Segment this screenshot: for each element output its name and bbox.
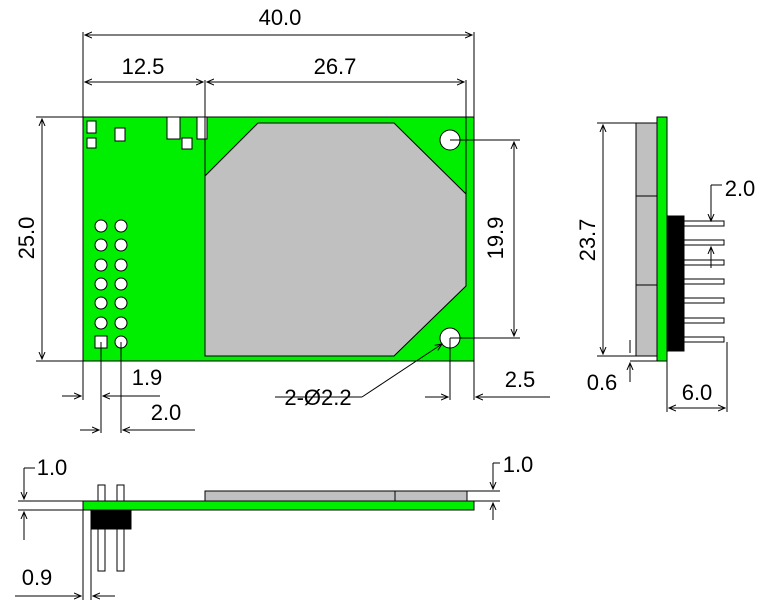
pin-pad xyxy=(94,296,108,310)
pin-pad xyxy=(114,277,128,291)
bottom-connector xyxy=(90,509,132,530)
pin-pad xyxy=(94,316,108,330)
pin-pad xyxy=(114,258,128,272)
dim-hole-spacing: 19.9 xyxy=(483,217,508,260)
dim-height: 25.0 xyxy=(14,217,39,260)
pin-pad xyxy=(114,238,128,252)
component xyxy=(181,137,193,150)
pin-pads xyxy=(94,219,128,349)
dim-pin-pitch-y: 2.0 xyxy=(151,400,182,425)
component xyxy=(86,120,97,134)
bottom-shield xyxy=(204,490,468,502)
bottom-board xyxy=(82,500,475,511)
shield-can xyxy=(204,122,467,357)
pin-pad xyxy=(94,219,108,233)
dim-hole-edge-offset: 2.5 xyxy=(505,367,536,392)
side-view: 23.7 2.0 0.6 6.0 xyxy=(575,116,756,412)
pin-pad xyxy=(94,258,108,272)
dim-side-depth: 6.0 xyxy=(682,380,713,405)
component xyxy=(86,137,97,149)
component xyxy=(196,116,208,140)
side-board xyxy=(656,116,668,362)
dim-overall-length: 40.0 xyxy=(259,5,302,30)
dim-left-section: 12.5 xyxy=(122,54,165,79)
dim-hole-spec: 2-Ø2.2 xyxy=(284,385,351,410)
dim-bottom-pin-top: 1.0 xyxy=(37,455,68,480)
side-connector xyxy=(666,215,685,352)
pin-pad xyxy=(114,296,128,310)
dim-bottom-offset: 0.9 xyxy=(22,565,53,590)
pin-pad xyxy=(94,277,108,291)
dim-right-section: 26.7 xyxy=(314,54,357,79)
bottom-view: 1.0 1.0 0.9 xyxy=(15,452,533,600)
dim-pin-pitch-x: 1.9 xyxy=(132,365,163,390)
pin-pad xyxy=(94,238,108,252)
dim-bottom-shield-height: 1.0 xyxy=(503,452,534,477)
pin-pad xyxy=(114,219,128,233)
top-view: 40.0 12.5 26.7 25.0 19.9 2.5 2-Ø2.2 1.9 … xyxy=(14,5,550,433)
component xyxy=(166,116,181,140)
dim-side-board-thickness: 0.6 xyxy=(587,370,618,395)
side-pins xyxy=(683,220,725,343)
dim-side-height: 23.7 xyxy=(575,219,600,262)
side-shield xyxy=(635,122,658,357)
component xyxy=(114,127,126,142)
dim-side-pin-pitch: 2.0 xyxy=(725,176,756,201)
pin-pad xyxy=(114,316,128,330)
